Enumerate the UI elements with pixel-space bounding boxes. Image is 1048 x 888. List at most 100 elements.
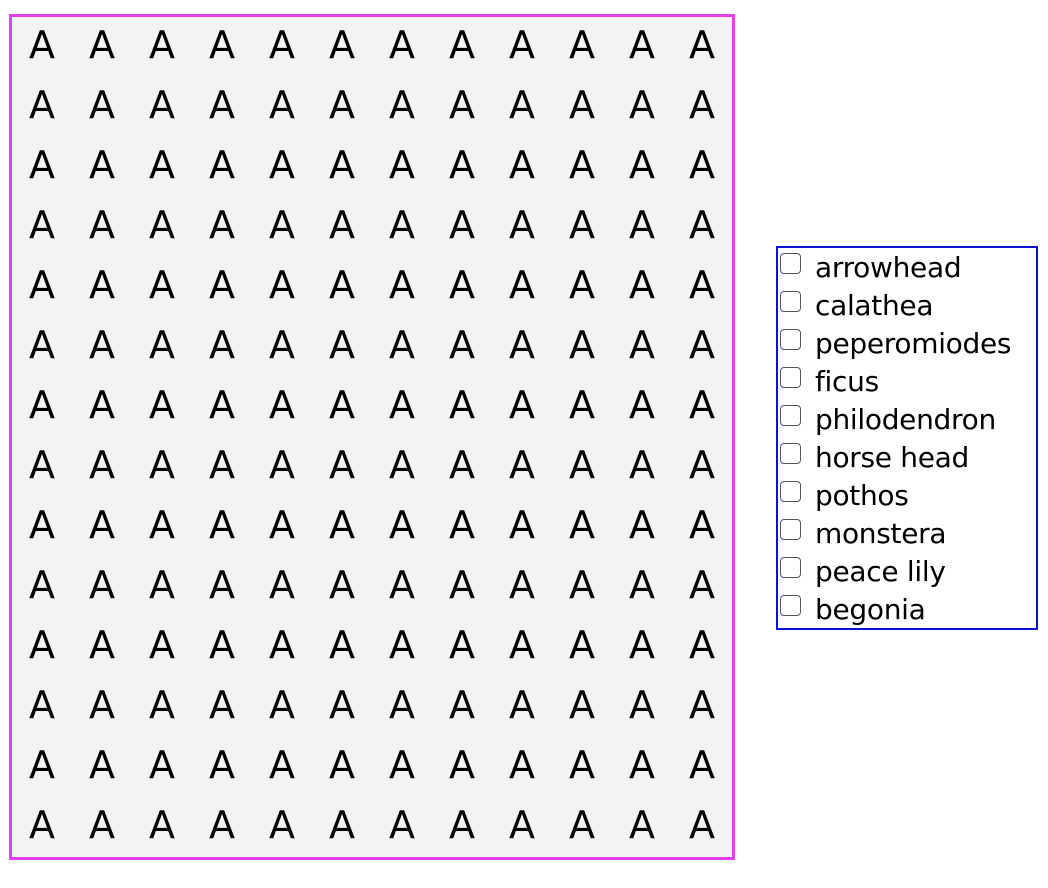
grid-cell[interactable]: A [89, 203, 115, 247]
grid-cell[interactable]: A [209, 503, 235, 547]
grid-cell[interactable]: A [329, 743, 355, 787]
grid-cell[interactable]: A [569, 563, 595, 607]
grid-cell[interactable]: A [29, 743, 55, 787]
grid-cell[interactable]: A [329, 383, 355, 427]
grid-cell[interactable]: A [269, 803, 295, 847]
grid-cell[interactable]: A [629, 563, 655, 607]
grid-cell[interactable]: A [329, 263, 355, 307]
grid-cell[interactable]: A [269, 83, 295, 127]
grid-cell[interactable]: A [149, 443, 175, 487]
grid-cell[interactable]: A [209, 203, 235, 247]
grid-cell[interactable]: A [389, 803, 415, 847]
grid-cell[interactable]: A [389, 503, 415, 547]
grid-cell[interactable]: A [629, 83, 655, 127]
grid-cell[interactable]: A [449, 263, 475, 307]
grid-cell[interactable]: A [269, 623, 295, 667]
grid-cell[interactable]: A [509, 383, 535, 427]
grid-cell[interactable]: A [689, 803, 715, 847]
grid-cell[interactable]: A [269, 743, 295, 787]
grid-cell[interactable]: A [449, 143, 475, 187]
grid-cell[interactable]: A [149, 323, 175, 367]
grid-cell[interactable]: A [569, 143, 595, 187]
grid-cell[interactable]: A [569, 803, 595, 847]
checkbox[interactable] [780, 366, 801, 388]
grid-cell[interactable]: A [329, 443, 355, 487]
checkbox[interactable] [780, 290, 801, 312]
grid-cell[interactable]: A [329, 503, 355, 547]
grid-cell[interactable]: A [569, 383, 595, 427]
checkbox[interactable] [780, 518, 801, 540]
grid-cell[interactable]: A [389, 83, 415, 127]
grid-cell[interactable]: A [149, 623, 175, 667]
grid-cell[interactable]: A [29, 443, 55, 487]
grid-cell[interactable]: A [269, 203, 295, 247]
grid-cell[interactable]: A [689, 23, 715, 67]
grid-cell[interactable]: A [209, 743, 235, 787]
grid-cell[interactable]: A [629, 263, 655, 307]
grid-cell[interactable]: A [29, 623, 55, 667]
grid-cell[interactable]: A [329, 83, 355, 127]
grid-cell[interactable]: A [689, 563, 715, 607]
grid-cell[interactable]: A [269, 263, 295, 307]
grid-cell[interactable]: A [269, 383, 295, 427]
grid-cell[interactable]: A [29, 503, 55, 547]
grid-cell[interactable]: A [29, 83, 55, 127]
grid-cell[interactable]: A [629, 803, 655, 847]
checkbox-label[interactable]: calathea [815, 288, 934, 322]
grid-cell[interactable]: A [89, 383, 115, 427]
grid-cell[interactable]: A [689, 503, 715, 547]
grid-cell[interactable]: A [449, 383, 475, 427]
checklist-item[interactable]: pothos [778, 476, 1036, 514]
grid-cell[interactable]: A [569, 623, 595, 667]
grid-cell[interactable]: A [269, 503, 295, 547]
grid-cell[interactable]: A [449, 503, 475, 547]
grid-cell[interactable]: A [89, 263, 115, 307]
checklist-item[interactable]: arrowhead [778, 248, 1036, 286]
grid-cell[interactable]: A [149, 563, 175, 607]
grid-cell[interactable]: A [329, 203, 355, 247]
grid-cell[interactable]: A [449, 83, 475, 127]
grid-cell[interactable]: A [389, 383, 415, 427]
checkbox[interactable] [780, 404, 801, 426]
grid-cell[interactable]: A [509, 323, 535, 367]
grid-cell[interactable]: A [269, 683, 295, 727]
grid-cell[interactable]: A [629, 743, 655, 787]
grid-cell[interactable]: A [569, 743, 595, 787]
grid-cell[interactable]: A [89, 323, 115, 367]
checkbox-label[interactable]: begonia [815, 592, 926, 626]
grid-cell[interactable]: A [629, 203, 655, 247]
grid-cell[interactable]: A [689, 443, 715, 487]
grid-cell[interactable]: A [209, 803, 235, 847]
grid-cell[interactable]: A [389, 683, 415, 727]
grid-cell[interactable]: A [449, 563, 475, 607]
grid-cell[interactable]: A [89, 683, 115, 727]
grid-cell[interactable]: A [209, 143, 235, 187]
grid-cell[interactable]: A [689, 743, 715, 787]
grid-cell[interactable]: A [689, 323, 715, 367]
checklist-item[interactable]: horse head [778, 438, 1036, 476]
grid-cell[interactable]: A [29, 203, 55, 247]
grid-cell[interactable]: A [29, 563, 55, 607]
grid-cell[interactable]: A [449, 623, 475, 667]
grid-cell[interactable]: A [689, 623, 715, 667]
grid-cell[interactable]: A [569, 203, 595, 247]
grid-cell[interactable]: A [209, 323, 235, 367]
grid-cell[interactable]: A [329, 683, 355, 727]
grid-cell[interactable]: A [89, 23, 115, 67]
checkbox-label[interactable]: arrowhead [815, 250, 962, 284]
grid-cell[interactable]: A [509, 143, 535, 187]
grid-cell[interactable]: A [569, 443, 595, 487]
grid-cell[interactable]: A [149, 83, 175, 127]
grid-cell[interactable]: A [509, 203, 535, 247]
grid-cell[interactable]: A [209, 383, 235, 427]
grid-cell[interactable]: A [449, 443, 475, 487]
grid-cell[interactable]: A [149, 743, 175, 787]
grid-cell[interactable]: A [569, 323, 595, 367]
grid-cell[interactable]: A [389, 623, 415, 667]
grid-cell[interactable]: A [569, 23, 595, 67]
checkbox[interactable] [780, 328, 801, 350]
grid-cell[interactable]: A [629, 503, 655, 547]
grid-cell[interactable]: A [569, 503, 595, 547]
checkbox[interactable] [780, 252, 801, 274]
grid-cell[interactable]: A [509, 503, 535, 547]
